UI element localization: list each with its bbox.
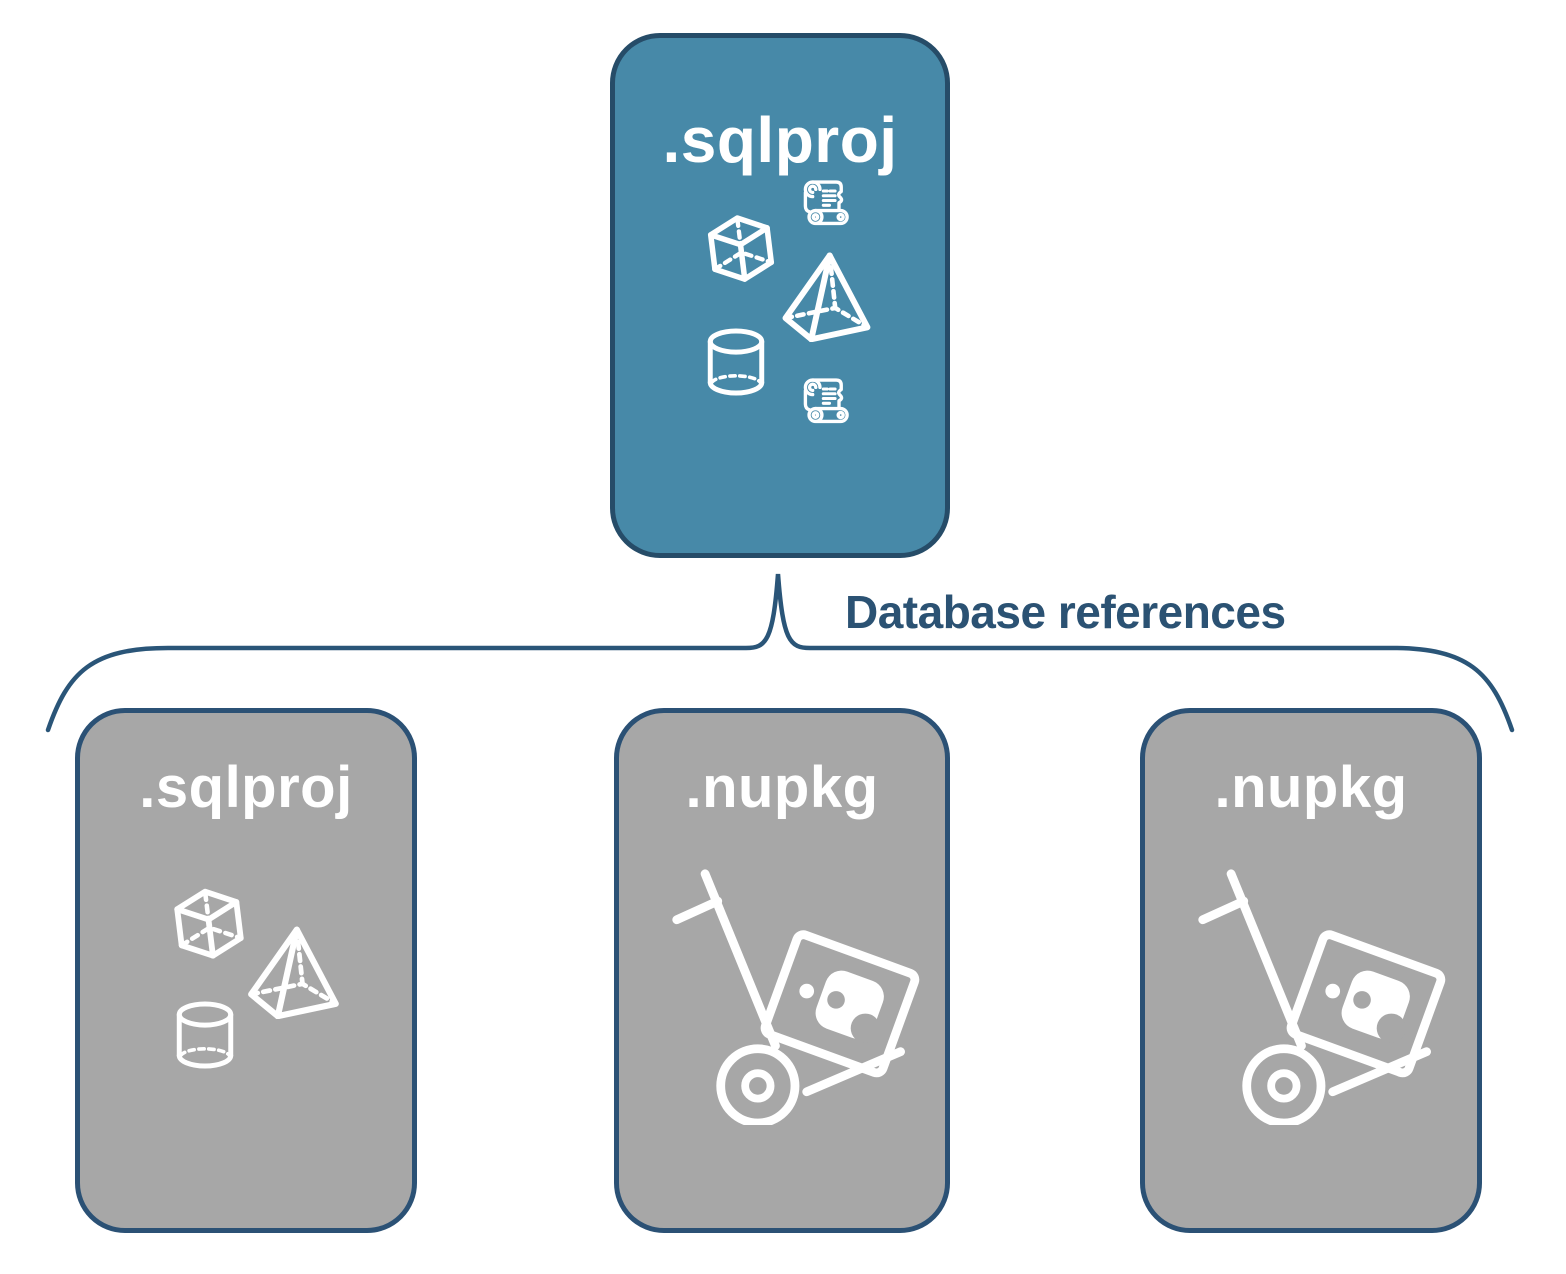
pyramid-icon	[773, 250, 879, 342]
root-box-label: .sqlproj	[662, 104, 898, 176]
cylinder-icon	[703, 322, 769, 402]
child-box-label: .nupkg	[1214, 755, 1408, 820]
nuget-handtruck-icon	[669, 865, 921, 1125]
sqlproj-child-box: .sqlproj	[75, 708, 417, 1233]
brace-connector	[45, 573, 1515, 733]
child-box-label: .sqlproj	[139, 755, 353, 820]
pyramid-icon	[243, 924, 343, 1019]
scroll-icon	[797, 374, 853, 432]
cube-icon	[166, 877, 252, 967]
sqlproj-root-box: .sqlproj	[610, 33, 950, 558]
cylinder-icon	[172, 994, 238, 1076]
connector-label: Database references	[845, 586, 1286, 638]
nupkg-child-box-1: .nupkg	[614, 708, 950, 1233]
nuget-handtruck-icon	[1195, 865, 1447, 1125]
nupkg-child-box-2: .nupkg	[1140, 708, 1482, 1233]
scroll-icon	[797, 176, 853, 234]
child-box-label: .nupkg	[685, 755, 879, 820]
cube-icon	[700, 204, 782, 290]
